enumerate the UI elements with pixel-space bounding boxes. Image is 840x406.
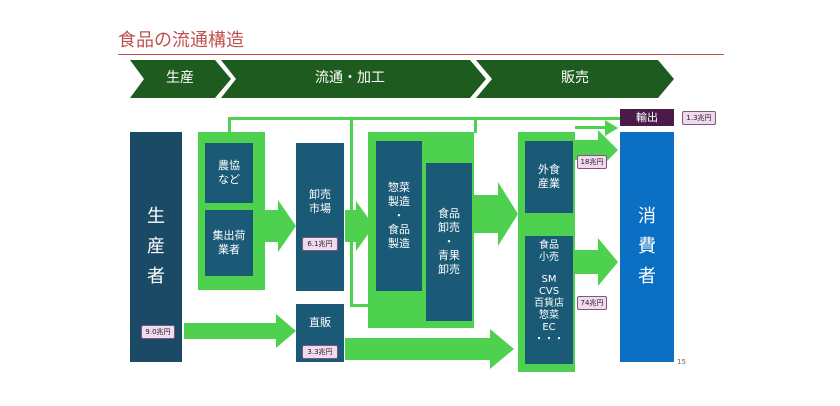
arrow-processing-to-sales: [473, 182, 518, 246]
food-wholesale-box: 食品 卸売 ・ 青果 卸売: [426, 163, 472, 321]
stage-arrow-distribution: [221, 60, 486, 98]
food-service-line-1: 外食: [538, 163, 560, 176]
food-service-amount: 18兆円: [577, 155, 607, 169]
food-retail-line-2: 小売: [539, 252, 559, 263]
page-number: 15: [677, 358, 686, 366]
producer-char-3: 者: [147, 266, 165, 287]
wholesale-market-line-2: 市場: [309, 202, 331, 215]
export-box: 輸出: [620, 109, 674, 126]
food-wholesale-line-5: 卸売: [438, 263, 460, 276]
food-mfg-line-2: 製造: [388, 195, 410, 208]
title-underline: [118, 54, 724, 55]
stage-chevrons: [130, 60, 674, 98]
food-mfg-line-3: ・: [393, 209, 405, 222]
arrow-producer-to-direct-sales: [184, 314, 296, 348]
agri-coop-line-1: 農協: [218, 159, 240, 172]
wholesale-market-line-1: 卸売: [309, 188, 331, 201]
consumer-char-1: 消: [638, 206, 656, 227]
arrow-shipper-to-market: [265, 200, 296, 252]
stage-arrow-sales: [476, 60, 674, 98]
export-amount: 1.3兆円: [682, 111, 716, 125]
food-wholesale-line-3: ・: [443, 235, 455, 248]
top-flow-drop-2: [474, 117, 477, 133]
wholesale-market-box: 卸売 市場: [296, 143, 344, 291]
agri-coop-box: 農協 など: [205, 143, 253, 203]
shipper-box: 集出荷 業者: [205, 210, 253, 276]
food-manufacturing-box: 惣菜 製造 ・ 食品 製造: [376, 141, 422, 291]
food-retail-line-1: 食品: [539, 240, 559, 251]
bypass-flow-horizontal: [350, 304, 374, 307]
food-wholesale-line-2: 卸売: [438, 221, 460, 234]
top-flow-drop-1: [228, 117, 231, 133]
food-mfg-line-4: 食品: [388, 223, 410, 236]
food-service-line-2: 産業: [538, 177, 560, 190]
arrow-to-export: [605, 120, 618, 136]
agri-coop-line-2: など: [218, 173, 240, 186]
arrow-direct-to-retail: [345, 329, 514, 369]
producer-char-1: 生: [147, 206, 165, 227]
food-service-box: 外食 産業: [525, 141, 573, 213]
food-retail-amount: 74兆円: [577, 296, 607, 310]
food-wholesale-line-1: 食品: [438, 207, 460, 220]
retail-type-sm: SM: [541, 274, 557, 285]
wholesale-market-amount: 6.1兆円: [302, 237, 338, 251]
retail-type-cvs: CVS: [538, 286, 560, 297]
stage-label-production: 生産: [166, 70, 194, 86]
stage-label-distribution: 流通・加工: [315, 70, 385, 86]
consumer-char-3: 者: [638, 266, 656, 287]
arrow-retail-to-consumer: [575, 238, 618, 286]
retail-type-ec: EC: [542, 322, 556, 333]
page-title: 食品の流通構造: [118, 30, 244, 51]
stage-label-sales: 販売: [561, 70, 589, 86]
food-mfg-line-5: 製造: [388, 237, 410, 250]
stage-arrow-production: [130, 60, 231, 98]
retail-type-etc: ・・・: [534, 334, 564, 345]
producer-char-2: 産: [147, 236, 165, 257]
top-flow-line: [228, 117, 640, 120]
retail-type-department-store: 百貨店: [534, 298, 564, 309]
food-retail-box: 食品 小売 SM CVS 百貨店 惣菜 EC ・・・: [525, 236, 573, 364]
direct-sales-label: 直販: [309, 316, 331, 329]
export-label: 輸出: [636, 110, 658, 124]
food-wholesale-line-4: 青果: [438, 249, 460, 262]
consumer-box: 消 費 者: [620, 132, 674, 362]
retail-type-deli: 惣菜: [539, 310, 559, 321]
producer-amount: 9.0兆円: [141, 325, 175, 339]
shipper-line-2: 業者: [218, 243, 240, 256]
food-mfg-line-1: 惣菜: [388, 181, 410, 194]
shipper-line-1: 集出荷: [212, 229, 246, 242]
direct-sales-amount: 3.3兆円: [302, 345, 338, 359]
top-flow-to-consumer: [575, 126, 605, 129]
arrow-market-to-processing: [345, 201, 374, 251]
producer-box: 生 産 者: [130, 132, 182, 362]
consumer-char-2: 費: [638, 236, 656, 257]
